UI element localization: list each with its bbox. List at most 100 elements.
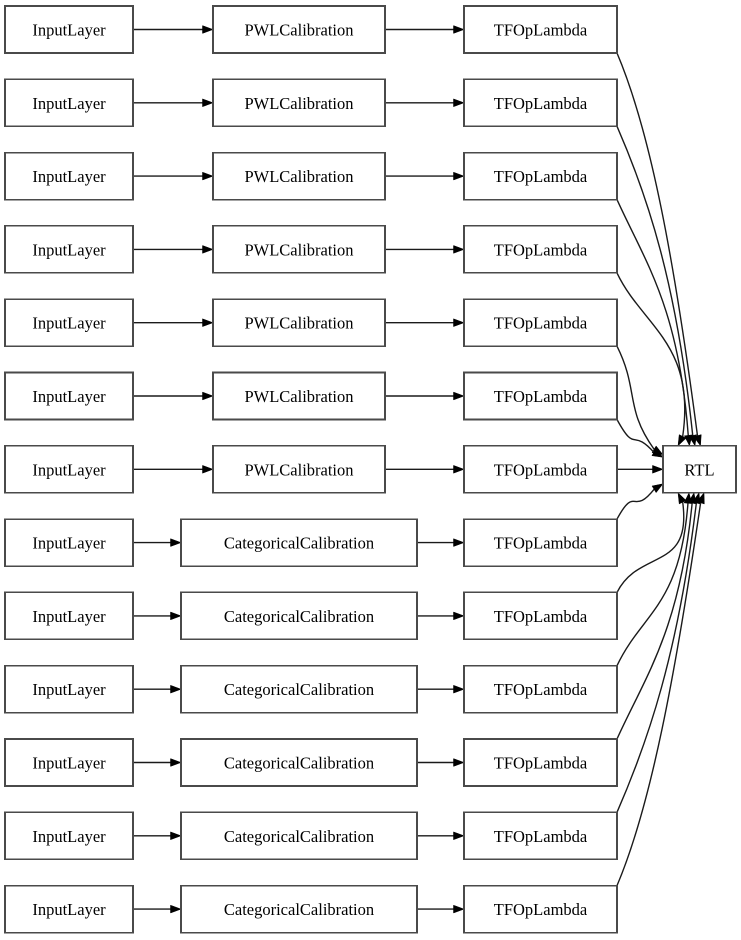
node-tfoplambda-2[interactable]: TFOpLambda xyxy=(463,151,618,201)
node-pwl-calibration-1[interactable]: PWLCalibration xyxy=(212,78,386,128)
edge-input-to-calibration-5 xyxy=(133,391,214,401)
edges-layer xyxy=(133,25,705,914)
edge-input-to-calibration-7 xyxy=(133,538,182,547)
node-pwl-calibration-3-label: PWLCalibration xyxy=(244,240,353,259)
node-pwl-calibration-5-box xyxy=(212,371,386,421)
node-categorical-calibration-8[interactable]: CategoricalCalibration xyxy=(180,591,418,641)
node-pwl-calibration-2-label: PWLCalibration xyxy=(244,167,353,186)
node-tfoplambda-0[interactable]: TFOpLambda xyxy=(463,5,618,54)
node-input-layer-2[interactable]: InputLayer xyxy=(4,151,134,201)
node-input-layer-8-label: InputLayer xyxy=(32,607,106,626)
node-input-layer-12-box xyxy=(4,884,134,934)
node-input-layer-6[interactable]: InputLayer xyxy=(4,444,134,494)
node-pwl-calibration-0-box xyxy=(212,5,386,54)
node-categorical-calibration-9-box xyxy=(180,664,418,714)
edge-lambda-to-rtl-3 xyxy=(616,272,687,447)
node-tfoplambda-1[interactable]: TFOpLambda xyxy=(463,78,618,128)
node-tfoplambda-2-box xyxy=(463,151,618,201)
edge-input-to-calibration-9-arrowhead xyxy=(170,684,182,694)
edge-calibration-to-lambda-10-arrowhead xyxy=(453,758,465,767)
node-input-layer-0[interactable]: InputLayer xyxy=(4,5,134,54)
edge-lambda-to-rtl-5-arrowhead xyxy=(651,448,664,458)
node-tfoplambda-3[interactable]: TFOpLambda xyxy=(463,225,618,274)
edge-calibration-to-lambda-6 xyxy=(385,465,465,474)
node-tfoplambda-11[interactable]: TFOpLambda xyxy=(463,811,618,861)
node-input-layer-10-box xyxy=(4,738,134,787)
edge-input-to-calibration-2 xyxy=(133,171,214,181)
node-input-layer-12[interactable]: InputLayer xyxy=(4,884,134,934)
edge-lambda-to-rtl-3-arrowhead xyxy=(677,434,687,447)
node-input-layer-11[interactable]: InputLayer xyxy=(4,811,134,861)
edge-calibration-to-lambda-3-arrowhead xyxy=(453,245,465,254)
node-pwl-calibration-5[interactable]: PWLCalibration xyxy=(212,371,386,421)
node-categorical-calibration-11[interactable]: CategoricalCalibration xyxy=(180,811,418,861)
node-input-layer-12-label: InputLayer xyxy=(32,900,106,919)
edge-calibration-to-lambda-2 xyxy=(385,171,465,181)
edge-calibration-to-lambda-11 xyxy=(417,831,465,841)
edge-lambda-to-rtl-2-arrowhead xyxy=(683,434,693,447)
edge-input-to-calibration-6 xyxy=(133,465,214,474)
node-input-layer-4[interactable]: InputLayer xyxy=(4,298,134,348)
node-input-layer-5[interactable]: InputLayer xyxy=(4,371,134,421)
node-categorical-calibration-7[interactable]: CategoricalCalibration xyxy=(180,518,418,567)
edge-lambda-to-rtl-8-line xyxy=(616,502,685,593)
node-categorical-calibration-12[interactable]: CategoricalCalibration xyxy=(180,884,418,934)
node-rtl[interactable]: RTL xyxy=(662,444,737,494)
node-tfoplambda-3-label: TFOpLambda xyxy=(494,240,588,259)
node-tfoplambda-9-label: TFOpLambda xyxy=(494,680,588,699)
node-input-layer-9-box xyxy=(4,664,134,714)
node-input-layer-1[interactable]: InputLayer xyxy=(4,78,134,128)
edge-input-to-calibration-10-arrowhead xyxy=(170,758,182,767)
node-tfoplambda-5[interactable]: TFOpLambda xyxy=(463,371,618,421)
node-tfoplambda-7[interactable]: TFOpLambda xyxy=(463,518,618,567)
node-input-layer-0-label: InputLayer xyxy=(32,21,106,40)
node-input-layer-3-label: InputLayer xyxy=(32,240,106,259)
node-pwl-calibration-0[interactable]: PWLCalibration xyxy=(212,5,386,54)
node-tfoplambda-9[interactable]: TFOpLambda xyxy=(463,664,618,714)
node-input-layer-3[interactable]: InputLayer xyxy=(4,225,134,274)
edge-lambda-to-rtl-1-line xyxy=(616,126,694,436)
node-input-layer-10[interactable]: InputLayer xyxy=(4,738,134,787)
node-tfoplambda-6[interactable]: TFOpLambda xyxy=(463,444,618,494)
node-pwl-calibration-0-label: PWLCalibration xyxy=(244,21,353,40)
node-tfoplambda-12[interactable]: TFOpLambda xyxy=(463,884,618,934)
node-tfoplambda-4[interactable]: TFOpLambda xyxy=(463,298,618,348)
node-categorical-calibration-7-label: CategoricalCalibration xyxy=(224,534,374,553)
node-input-layer-9-label: InputLayer xyxy=(32,680,106,699)
edge-calibration-to-lambda-5-arrowhead xyxy=(453,391,465,401)
node-tfoplambda-10-label: TFOpLambda xyxy=(494,754,588,773)
node-input-layer-9[interactable]: InputLayer xyxy=(4,664,134,714)
node-input-layer-8[interactable]: InputLayer xyxy=(4,591,134,641)
node-tfoplambda-8[interactable]: TFOpLambda xyxy=(463,591,618,641)
node-input-layer-4-label: InputLayer xyxy=(32,314,106,333)
node-pwl-calibration-3[interactable]: PWLCalibration xyxy=(212,225,386,274)
node-categorical-calibration-9[interactable]: CategoricalCalibration xyxy=(180,664,418,714)
node-categorical-calibration-10[interactable]: CategoricalCalibration xyxy=(180,738,418,787)
node-categorical-calibration-8-label: CategoricalCalibration xyxy=(224,607,374,626)
node-pwl-calibration-2-box xyxy=(212,151,386,201)
edge-lambda-to-rtl-12 xyxy=(616,492,705,886)
node-tfoplambda-4-label: TFOpLambda xyxy=(494,314,588,333)
node-pwl-calibration-2[interactable]: PWLCalibration xyxy=(212,151,386,201)
node-tfoplambda-10[interactable]: TFOpLambda xyxy=(463,738,618,787)
node-rtl-box xyxy=(662,444,737,494)
node-pwl-calibration-4[interactable]: PWLCalibration xyxy=(212,298,386,348)
node-input-layer-7[interactable]: InputLayer xyxy=(4,518,134,567)
node-tfoplambda-6-label: TFOpLambda xyxy=(494,460,588,479)
edge-input-to-calibration-12 xyxy=(133,904,182,914)
node-input-layer-7-label: InputLayer xyxy=(32,534,106,553)
edge-calibration-to-lambda-3 xyxy=(385,245,465,254)
node-pwl-calibration-6[interactable]: PWLCalibration xyxy=(212,444,386,494)
edge-input-to-calibration-3-arrowhead xyxy=(202,245,214,254)
edge-lambda-to-rtl-5-line xyxy=(616,419,655,453)
edge-calibration-to-lambda-6-arrowhead xyxy=(453,465,465,474)
edge-calibration-to-lambda-0-arrowhead xyxy=(453,25,465,34)
edge-calibration-to-lambda-4 xyxy=(385,318,465,327)
edge-calibration-to-lambda-8 xyxy=(417,611,465,621)
edge-lambda-to-rtl-2-line xyxy=(616,199,689,436)
node-tfoplambda-8-label: TFOpLambda xyxy=(494,607,588,626)
node-tfoplambda-2-label: TFOpLambda xyxy=(494,167,588,186)
node-pwl-calibration-6-box xyxy=(212,444,386,494)
node-input-layer-10-label: InputLayer xyxy=(32,754,106,773)
edge-calibration-to-lambda-2-arrowhead xyxy=(453,171,465,181)
